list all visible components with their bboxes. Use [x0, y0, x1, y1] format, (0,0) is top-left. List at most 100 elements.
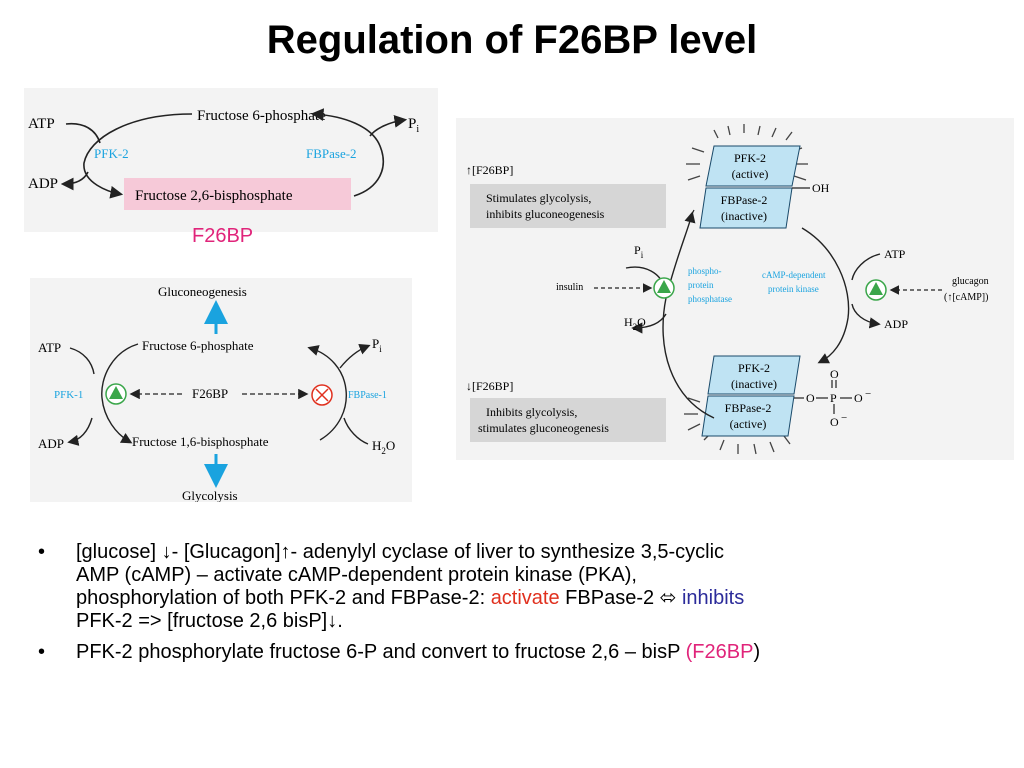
- down-effect-box: [470, 398, 666, 442]
- pi-label: Pi: [408, 116, 419, 135]
- bullet-dot: •: [38, 641, 46, 663]
- phosphatase-line2: protein: [688, 280, 714, 290]
- bullet-1-line-2: AMP (cAMP) – activate cAMP-dependent pro…: [76, 564, 637, 586]
- svg-text:O: O: [854, 391, 863, 405]
- gluconeogenesis-label: Gluconeogenesis: [158, 284, 247, 299]
- glucagon-line2: (↑[cAMP]): [944, 292, 988, 303]
- activity-rays-bottom: [684, 397, 791, 455]
- svg-text:O: O: [830, 415, 839, 429]
- down-f26bp-label: ↓[F26BP]: [466, 379, 513, 393]
- oh-label: OH: [812, 181, 830, 195]
- pfk2-inactive-line2: (inactive): [731, 377, 777, 391]
- kinase-line1: cAMP-dependent: [762, 270, 826, 280]
- activate-word: activate: [490, 587, 560, 609]
- bullet-item-1: • [glucose] ↓- [Glucagon]↑- adenylyl cyc…: [38, 541, 998, 633]
- pfk2-label: PFK-2: [94, 146, 129, 161]
- fbpase2-active-box: [701, 395, 795, 437]
- adp-arrow: [67, 417, 93, 446]
- f26bp-highlight: F26BP: [692, 641, 754, 663]
- h2o-arc: [343, 417, 369, 445]
- pfk2-active-line1: PFK-2: [734, 151, 766, 165]
- diagram-glycolysis-regulation: Gluconeogenesis Fructose 6-phosphate ATP…: [30, 278, 412, 503]
- plus-triangle-icon: [657, 280, 671, 293]
- pfk2-inactive-box: [707, 355, 801, 395]
- bullet-1-text-a: phosphorylation of both PFK-2 and FBPase…: [76, 587, 491, 609]
- diagram-f26bp-synthesis: Fructose 6-phosphate ATP ADP Pi PFK-2 FB…: [24, 88, 438, 232]
- diagram-glycolysis-regulation-svg: Gluconeogenesis Fructose 6-phosphate ATP…: [38, 284, 395, 503]
- adp-arrow: [60, 171, 89, 191]
- glucagon-line1: glucagon: [952, 276, 989, 287]
- h2o-arrow: [631, 313, 667, 334]
- pfk2-inactive-line1: PFK-2: [738, 361, 770, 375]
- bullet-dot: •: [38, 541, 46, 563]
- fructose-6-phosphate-label: Fructose 6-phosphate: [142, 338, 254, 353]
- fbpase2-inactive-line2: (inactive): [721, 209, 767, 223]
- glycolysis-label: Glycolysis: [182, 488, 238, 502]
- bullet-1-line-1: [glucose] ↓- [Glucagon]↑- adenylyl cycla…: [76, 541, 725, 563]
- up-effect-box: [470, 184, 666, 228]
- svg-text:O: O: [830, 367, 839, 381]
- svg-text:O: O: [806, 391, 815, 405]
- f26bp-label: F26BP: [192, 386, 228, 401]
- diagram-hormonal-regulation: ↑[F26BP] Stimulates glycolysis, inhibits…: [456, 118, 1014, 460]
- plus-triangle-icon: [109, 386, 123, 399]
- cross-icon: [315, 388, 329, 402]
- fbpase2-label: FBPase-2: [306, 146, 357, 161]
- fbpase1-label: FBPase-1: [348, 390, 387, 401]
- atp-label: ATP: [884, 247, 906, 261]
- bullet-item-2: • PFK-2 phosphorylate fructose 6-P and c…: [38, 641, 998, 664]
- pfk1-reaction-arrow: [101, 343, 139, 444]
- down-effect-line1: Inhibits glycolysis,: [486, 405, 577, 419]
- fbpase2-active-line1: FBPase-2: [725, 401, 772, 415]
- bullet-2-open-paren: (: [685, 641, 693, 663]
- h2o-label: H2O: [624, 315, 646, 332]
- diagram-hormonal-regulation-svg: ↑[F26BP] Stimulates glycolysis, inhibits…: [466, 124, 989, 455]
- product-box: [124, 178, 351, 210]
- bullet-1-text-c: FBPase-2 ⬄: [559, 587, 682, 609]
- page-title: Regulation of F26BP level: [266, 18, 758, 62]
- diagram-f26bp-synthesis-svg: Fructose 6-phosphate ATP ADP Pi PFK-2 FB…: [28, 108, 419, 210]
- pfk1-label: PFK-1: [54, 389, 83, 401]
- fructose-26-bisphosphate-label: Fructose 2,6-bisphosphate: [135, 188, 293, 204]
- h2o-label: H2O: [372, 438, 395, 456]
- bullet-2-close-paren: ): [753, 641, 761, 663]
- fbpase2-active-line2: (active): [730, 417, 767, 431]
- atp-arc: [851, 253, 881, 281]
- fbpase2-inactive-box: [699, 187, 793, 229]
- adp-label: ADP: [38, 436, 64, 451]
- pi-label: Pi: [372, 336, 382, 354]
- pi-label: Pi: [634, 243, 644, 260]
- atp-label: ATP: [38, 340, 61, 355]
- svg-text:P: P: [830, 391, 837, 405]
- bullet-1-line-3: phosphorylation of both PFK-2 and FBPase…: [76, 587, 998, 610]
- inhibits-word: inhibits: [681, 587, 745, 609]
- phosphorylation-arrow: [801, 227, 850, 364]
- bullet-list: • [glucose] ↓- [Glucagon]↑- adenylyl cyc…: [38, 541, 998, 672]
- pfk2-arrow: [83, 113, 193, 199]
- up-arrow-tip: [691, 209, 695, 215]
- pi-arrow: [369, 115, 408, 137]
- adp-arrow: [851, 303, 881, 329]
- bullet-1-line-4: PFK-2 => [fructose 2,6 bisP]↓.: [76, 610, 343, 632]
- phosphate-group: O P O − O O −: [794, 367, 871, 429]
- fbpase1-reaction-arrow: [307, 345, 347, 441]
- fructose-6-phosphate-label: Fructose 6-phosphate: [197, 108, 326, 124]
- svg-text:−: −: [841, 412, 847, 424]
- pi-arrow: [339, 343, 371, 369]
- plus-triangle-icon: [869, 282, 883, 295]
- up-f26bp-label: ↑[F26BP]: [466, 163, 513, 177]
- insulin-label: insulin: [556, 282, 583, 293]
- dephosphorylation-arrow: [662, 211, 715, 419]
- fbpase2-arrow: [310, 108, 385, 197]
- bullet-2-text: PFK-2 phosphorylate fructose 6-P and con…: [76, 641, 686, 663]
- atp-arc: [69, 347, 95, 375]
- fructose-16-bisphosphate-label: Fructose 1,6-bisphosphate: [132, 434, 269, 449]
- up-effect-line2: inhibits gluconeogenesis: [486, 207, 605, 221]
- pfk2-active-box: [705, 145, 801, 187]
- svg-text:−: −: [865, 388, 871, 400]
- pfk2-active-line2: (active): [732, 167, 769, 181]
- f26bp-caption: F26BP: [192, 225, 254, 247]
- kinase-line2: protein kinase: [768, 284, 819, 294]
- atp-arc: [65, 122, 101, 144]
- down-effect-line2: stimulates gluconeogenesis: [478, 421, 609, 435]
